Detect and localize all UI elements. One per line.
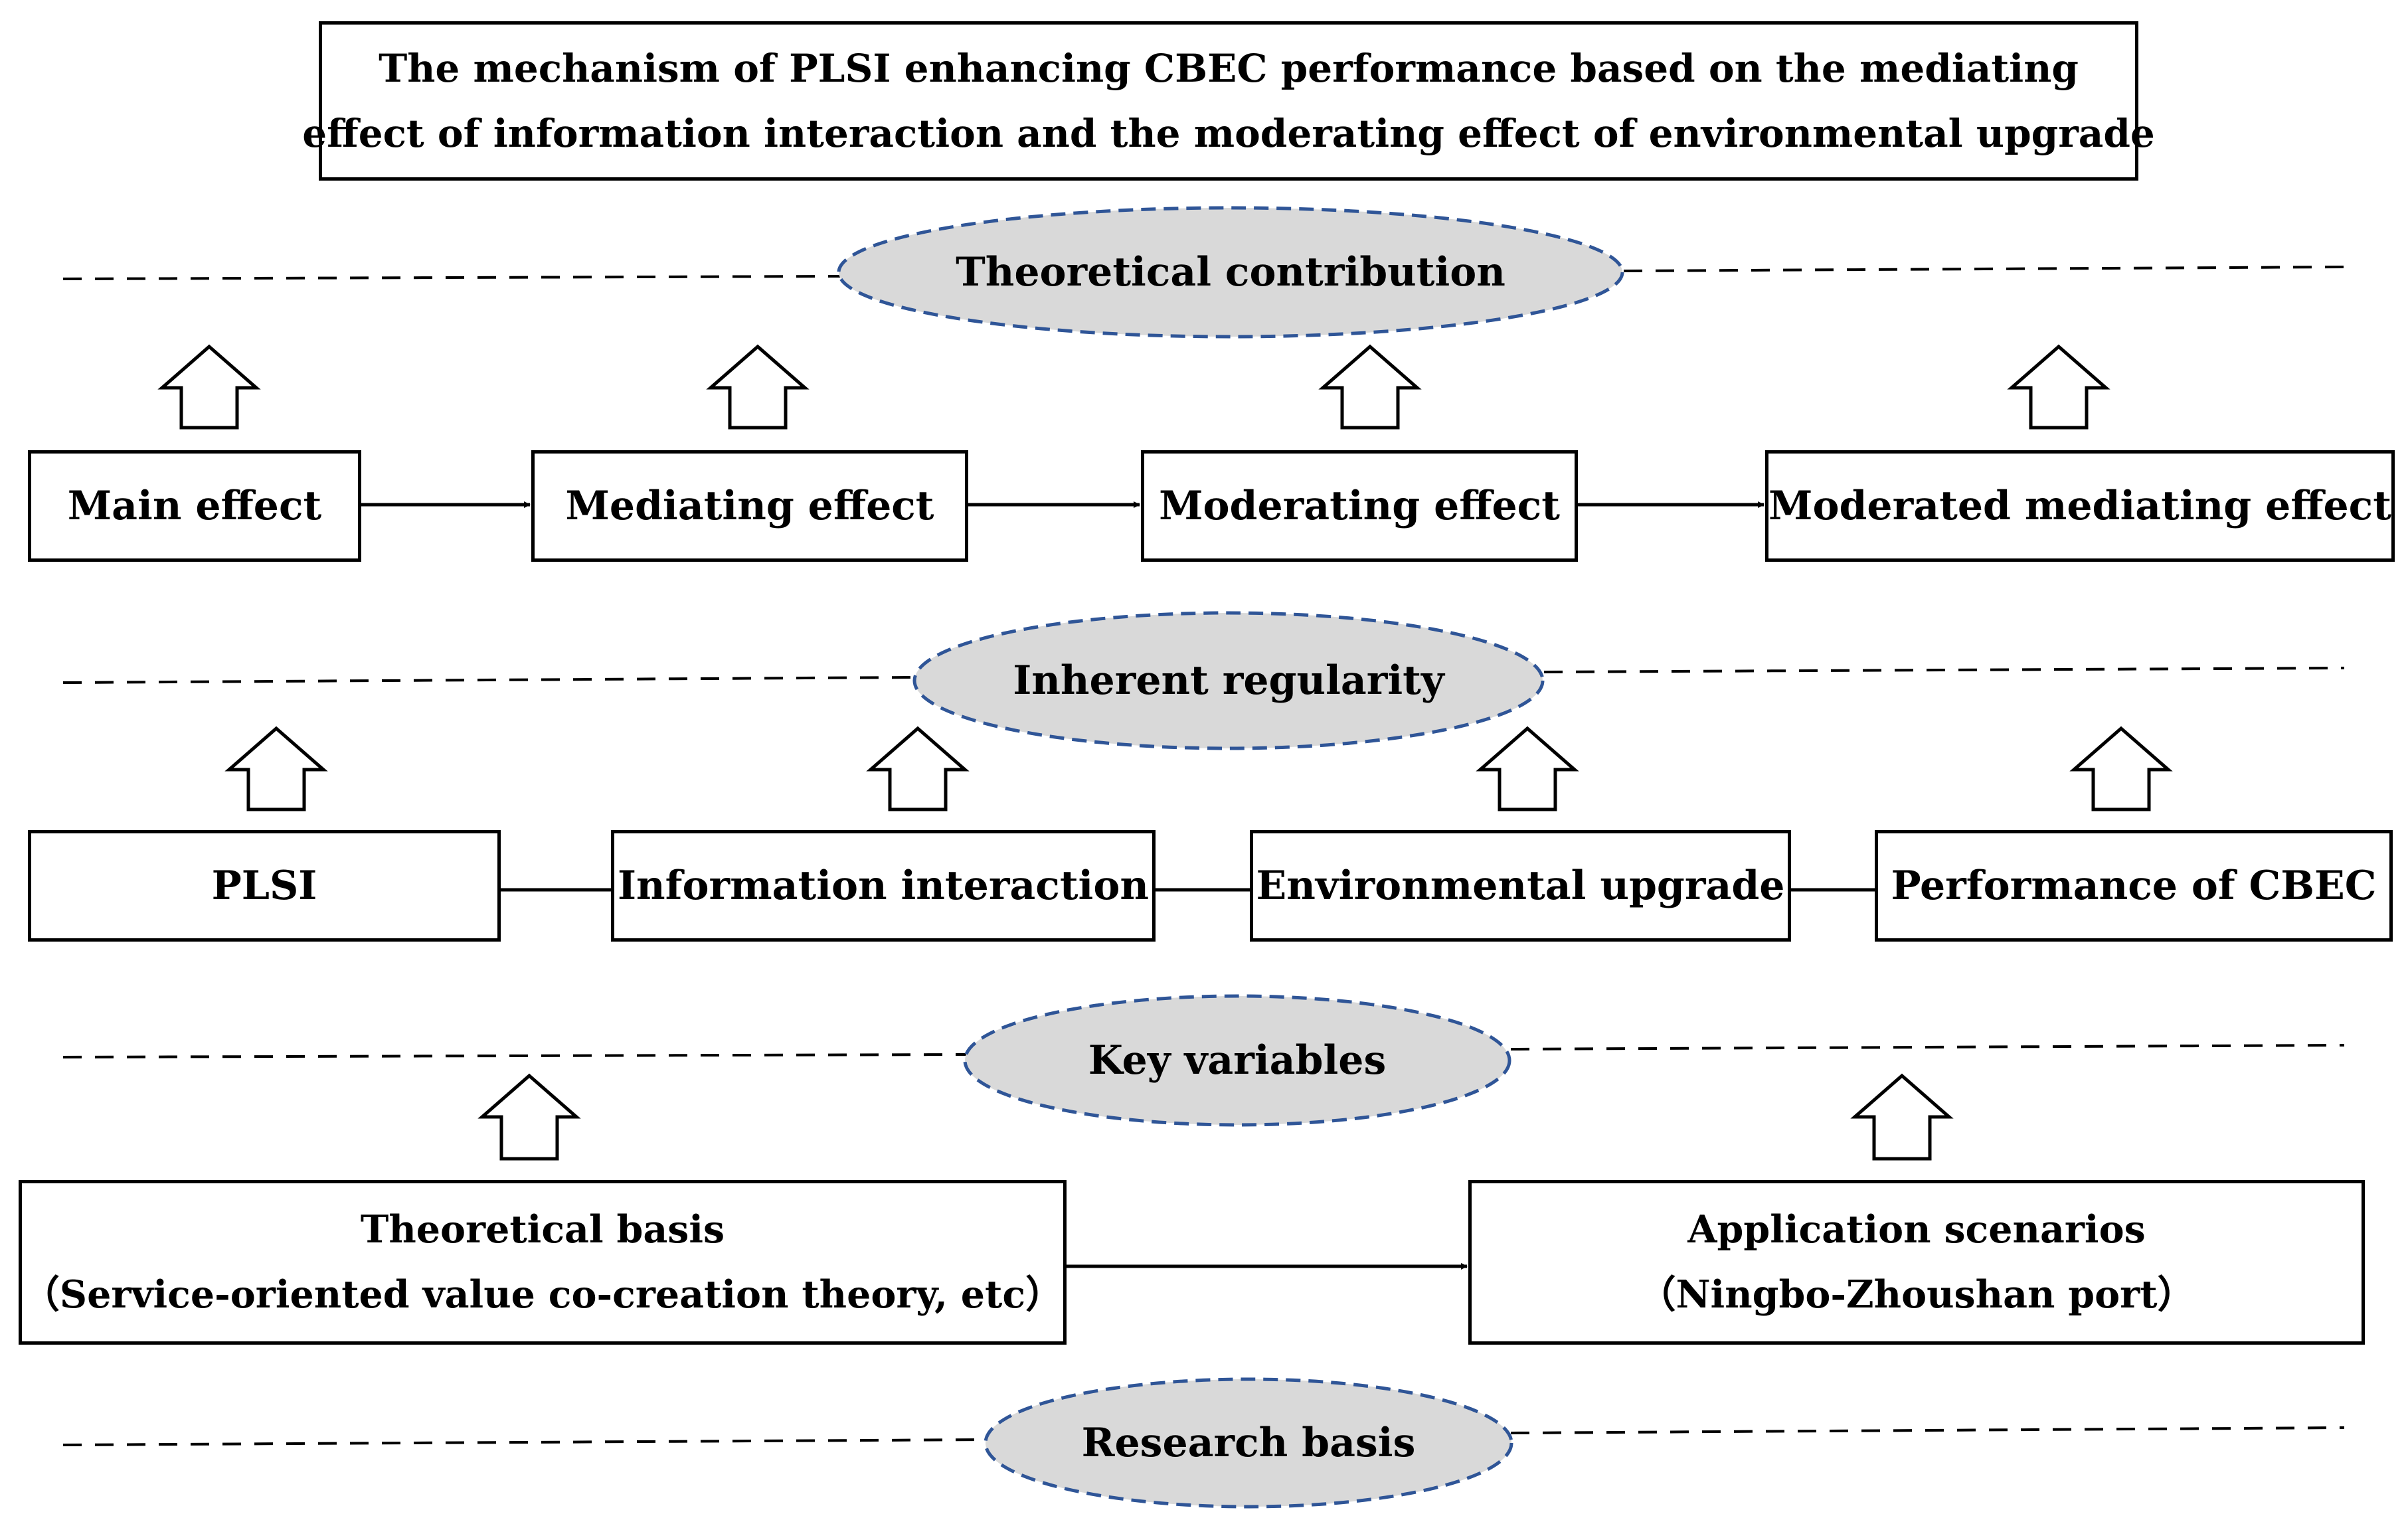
effect-box-moderated-mediating: Moderated mediating effect [1765,450,2395,562]
up-arrow-icon [1850,1073,1954,1161]
variable-box-information-interaction: Information interaction [611,830,1156,942]
level-label-key-variables: Key variables [1088,1037,1387,1084]
level-label-inherent-regularity: Inherent regularity [1013,657,1444,704]
up-arrow-icon [706,344,810,430]
effect-box-main: Main effect [28,450,361,562]
up-arrow-icon [157,344,261,430]
basis-box-application: Application scenarios （Ningbo-Zhoushan p… [1468,1180,2365,1345]
dashed-line-variables-right [1510,1044,2345,1051]
up-arrow-icon [1476,726,1579,811]
level-label-theoretical-contribution: Theoretical contribution [956,249,1505,295]
application-scenarios-title: Application scenarios [1687,1207,2146,1252]
title-line-1: The mechanism of PLSI enhancing CBEC per… [379,46,2079,91]
up-arrow-icon [477,1073,581,1161]
dashed-line-basis-left [62,1438,987,1446]
up-arrow-icon [1318,344,1422,430]
application-scenarios-detail: （Ningbo-Zhoushan port） [1638,1272,2195,1317]
effect-box-mediating: Mediating effect [531,450,968,562]
dashed-line-regularity-right [1543,667,2345,673]
up-arrow-icon [2007,344,2110,430]
theoretical-basis-detail: （Service-oriented value co-creation theo… [21,1272,1064,1317]
ellipse-key-variables [963,994,1511,1127]
variable-box-plsi: PLSI [28,830,501,942]
up-arrow-icon [2069,726,2173,811]
up-arrow-icon [224,726,328,811]
variable-box-environmental-upgrade: Environmental upgrade [1250,830,1791,942]
dashed-line-basis-right [1510,1426,2345,1434]
effect-box-moderating: Moderating effect [1141,450,1578,562]
dashed-line-contribution-left [62,275,841,280]
dashed-line-variables-left [62,1053,967,1058]
diagram-title: The mechanism of PLSI enhancing CBEC per… [302,21,2155,181]
level-label-research-basis: Research basis [1081,1420,1416,1466]
dashed-line-regularity-left [62,676,914,684]
ellipse-research-basis [984,1377,1513,1509]
basis-box-theoretical: Theoretical basis （Service-oriented valu… [19,1180,1067,1345]
ellipse-inherent-regularity [912,611,1545,750]
title-line-2: effect of information interaction and th… [302,111,2155,156]
ellipse-theoretical-contribution [837,206,1624,339]
theoretical-basis-title: Theoretical basis [360,1207,725,1252]
up-arrow-icon [866,726,970,811]
variable-box-performance-cbec: Performance of CBEC [1875,830,2393,942]
dashed-line-contribution-right [1623,266,2345,272]
